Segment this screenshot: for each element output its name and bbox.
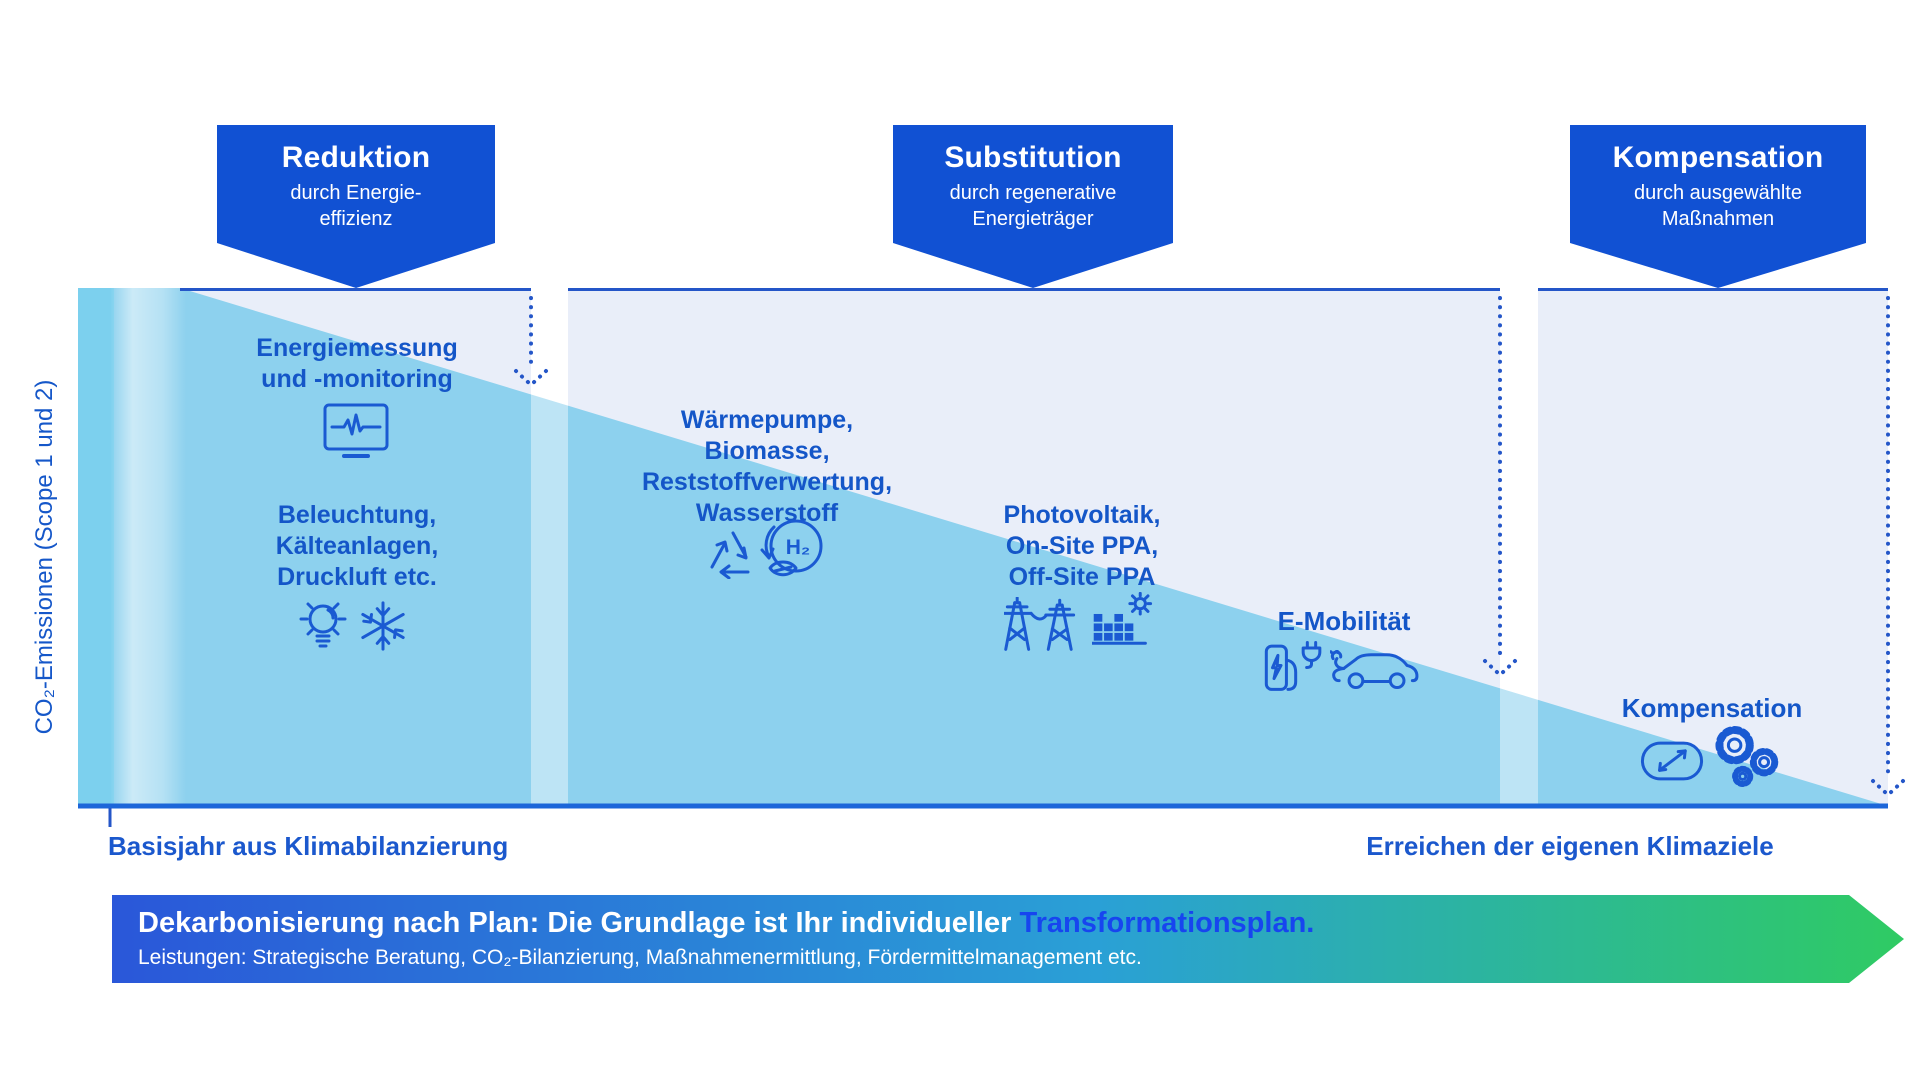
dotted-arrow-substitution xyxy=(1483,296,1517,676)
hydrogen-icon: H₂ xyxy=(758,518,828,582)
phase-subtitle: durch Energie- effizienz xyxy=(290,182,422,230)
measure-label-emobilitaet: E-Mobilität xyxy=(1277,606,1411,636)
footer-title: Dekarbonisierung nach Plan: Die Grundlag… xyxy=(138,908,1904,940)
phase-subtitle: durch ausgewählte Maßnahmen xyxy=(1634,182,1802,230)
panel-gap-stripe-1 xyxy=(531,288,568,806)
wedge-accent-band xyxy=(78,288,114,806)
measure-label-kompensation: Kompensation xyxy=(1621,693,1803,723)
gear-medium xyxy=(1753,751,1774,772)
lightbulb-icon xyxy=(299,597,347,653)
gears-icon xyxy=(1710,722,1786,788)
footer-title-highlight: Transformationsplan. xyxy=(1019,906,1315,939)
dotted-arrow-kompensation xyxy=(1871,296,1905,796)
measure-label-photovoltaik: Photovoltaik, On-Site PPA, Off-Site PPA xyxy=(1003,501,1161,591)
plug-icon xyxy=(1299,641,1324,669)
sun xyxy=(1130,593,1151,614)
phase-title: Substitution xyxy=(944,141,1122,174)
ev-charger-icon xyxy=(1264,640,1298,694)
x-axis-label-right: Erreichen der eigenen Klimaziele xyxy=(1366,831,1774,861)
dotted-arrow-reduktion xyxy=(514,296,548,386)
measure-label-energiemessung: Energiemessung und -monitoring xyxy=(256,334,458,393)
x-axis-label-left: Basisjahr aus Klimabilanzierung xyxy=(108,831,509,861)
phase-title: Kompensation xyxy=(1612,141,1824,174)
measure-label-beleuchtung: Beleuchtung, Kälteanlagen, Druckluft etc… xyxy=(275,501,439,591)
phase-title: Reduktion xyxy=(281,141,431,174)
monitor-icon xyxy=(322,402,390,460)
power-pylons-icon xyxy=(1004,597,1086,651)
snowflake-icon xyxy=(358,601,408,651)
emissions-wedge xyxy=(78,288,1888,806)
solar-panel-icon xyxy=(1092,592,1154,648)
footer-banner: Dekarbonisierung nach Plan: Die Grundlag… xyxy=(112,895,1904,983)
gear-large xyxy=(1719,730,1749,760)
phase-subtitle: durch regenerative Energieträger xyxy=(949,182,1117,230)
recycle-icon xyxy=(698,521,760,579)
h2-label: H₂ xyxy=(786,536,811,559)
y-axis-label: CO₂-Emissionen (Scope 1 und 2) xyxy=(31,379,58,735)
pylon-2 xyxy=(1046,600,1074,649)
panel-gap-stripe-2 xyxy=(1500,288,1538,806)
panel-blocks xyxy=(1093,613,1134,641)
footer-title-text: Dekarbonisierung nach Plan: Die Grundlag… xyxy=(138,906,1020,939)
gear-small xyxy=(1735,769,1750,784)
pylon-1 xyxy=(1004,598,1031,650)
footer-subtitle: Leistungen: Strategische Beratung, CO₂-B… xyxy=(138,946,1142,970)
offset-loop-icon xyxy=(1638,740,1706,782)
wedge-light-band xyxy=(110,288,186,806)
measure-label-waermepumpe: Wärmepumpe, Biomasse, Reststoffverwertun… xyxy=(641,406,893,527)
electric-car-icon xyxy=(1330,650,1420,690)
